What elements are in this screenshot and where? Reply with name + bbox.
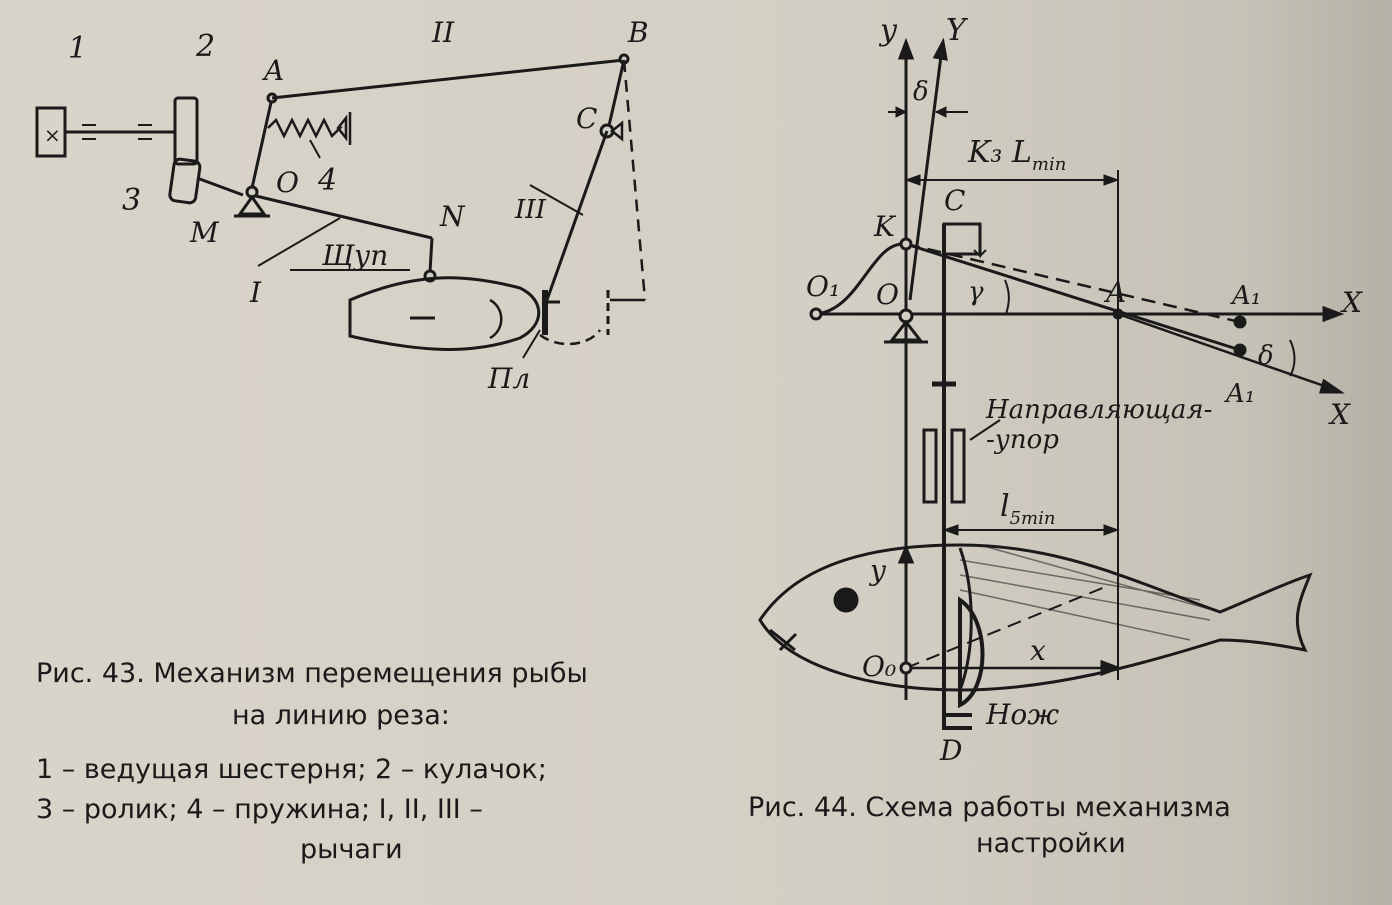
lever-AO — [250, 97, 274, 189]
legend-fig43-line3: рычаги — [300, 834, 403, 865]
label-knife: Нож — [985, 698, 1059, 731]
lever-III-lower — [545, 130, 609, 301]
label-gamma: γ — [968, 277, 984, 307]
label-O1: O₁ — [806, 270, 840, 303]
label-II: II — [431, 16, 455, 49]
lever-II — [271, 58, 625, 100]
figure-44-labels: y Y δ K₃ Lmin C K O₁ O γ A A₁ A₁ δ X X Н… — [806, 13, 1363, 767]
roller-3 — [168, 157, 202, 205]
label-delta-top: δ — [913, 77, 929, 107]
lever-I — [255, 194, 433, 240]
curve-O1K — [815, 242, 907, 316]
legend-fig43-line1: 1 – ведущая шестерня; 2 – кулачок; — [36, 754, 547, 785]
label-X-bottom: X — [1328, 398, 1351, 431]
label-C: C — [944, 184, 965, 217]
label-4: 4 — [317, 163, 337, 198]
label-III: III — [514, 195, 547, 225]
figure-43-labels: 1 2 3 4 II III I A B C O M N Щуп Пл — [68, 16, 649, 395]
fish-eye — [833, 587, 859, 613]
probe-rod — [428, 237, 434, 273]
label-dim-bottom: l5min — [1000, 489, 1055, 529]
guide-left — [922, 428, 938, 504]
label-3: 3 — [122, 183, 141, 218]
label-guide-2: -упор — [986, 425, 1059, 455]
figure-44-drawing — [758, 37, 1345, 730]
caption-fig43-line1: Рис. 43. Механизм перемещения рыбы — [36, 658, 588, 689]
label-x-fish: x — [1030, 634, 1046, 667]
label-C: C — [576, 102, 597, 135]
label-Y-big: Y — [946, 13, 969, 48]
lever-KA — [905, 242, 1241, 352]
lever-segment — [196, 176, 244, 197]
label-plate: Пл — [487, 362, 530, 395]
label-2: 2 — [195, 29, 215, 64]
svg-text:×: × — [44, 123, 61, 147]
label-I: I — [249, 276, 262, 309]
label-A: A — [261, 54, 284, 87]
label-N: N — [439, 200, 466, 233]
caption-fig43-line2: на линию реза: — [232, 700, 450, 731]
label-guide-1: Направляющая- — [985, 395, 1212, 425]
label-dim-top: K₃ Lmin — [967, 135, 1066, 175]
lever-BC — [606, 59, 626, 131]
label-K: K — [873, 210, 897, 243]
label-B: B — [627, 16, 649, 49]
label-O0: O₀ — [862, 650, 896, 683]
cam-2 — [173, 96, 199, 166]
label-delta-right: δ — [1258, 341, 1274, 371]
label-y-fish: y — [868, 554, 887, 587]
figure-43-drawing: × — [35, 53, 647, 359]
label-O: O — [276, 166, 299, 199]
label-A: A — [1103, 276, 1126, 309]
caption-fig44-line1: Рис. 44. Схема работы механизма — [748, 792, 1231, 823]
spring-4 — [267, 117, 344, 139]
label-1: 1 — [68, 31, 87, 66]
caption-fig44-line2: настройки — [976, 828, 1126, 859]
label-D: D — [939, 734, 962, 767]
legend-fig43-line2: 3 – ролик; 4 – пружина; I, II, III – — [36, 794, 483, 825]
label-O: O — [876, 278, 899, 311]
label-A1-top: A₁ — [1230, 281, 1261, 311]
label-probe: Щуп — [321, 239, 388, 272]
label-X-top: X — [1340, 286, 1363, 319]
label-M: M — [189, 216, 220, 249]
guide-right — [950, 428, 966, 504]
label-y-small: y — [878, 13, 898, 48]
Y-axis — [908, 47, 944, 301]
label-A1-bottom: A₁ — [1224, 379, 1255, 409]
fish-outline-43 — [348, 276, 541, 351]
